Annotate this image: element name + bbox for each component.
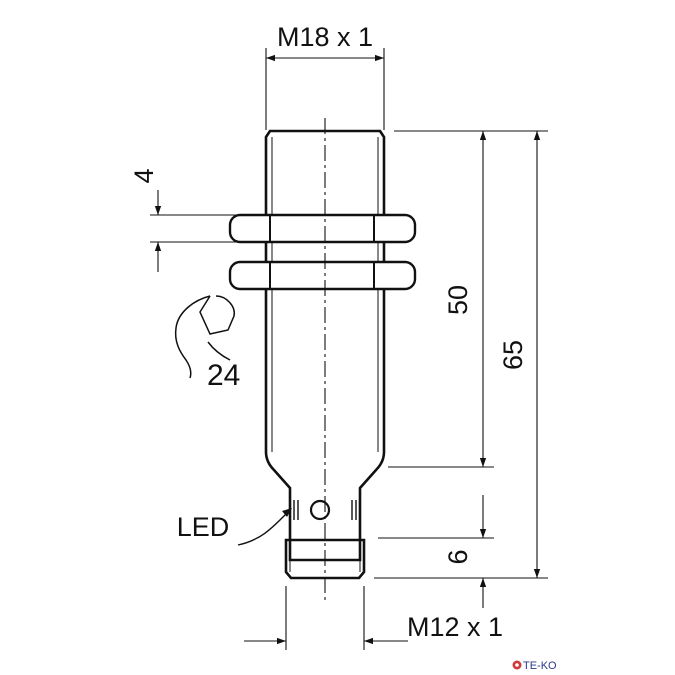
dim-label-thread-top: M18 x 1 <box>277 22 373 52</box>
dim-nut-width <box>150 190 262 272</box>
dim-thread-bottom <box>244 586 408 650</box>
dim-total-length <box>374 131 548 579</box>
wrench-size-label: 24 <box>207 359 240 392</box>
dim-body-length <box>388 130 548 468</box>
dim-label-nut-width: 4 <box>129 168 159 183</box>
m12-connector <box>284 538 366 580</box>
led-leader <box>237 508 292 546</box>
dim-label-connector-length: 6 <box>443 549 473 564</box>
upper-nut <box>228 213 417 244</box>
wrench-icon <box>174 295 235 379</box>
dim-label-body-length: 50 <box>443 285 473 315</box>
dim-label-total-length: 65 <box>498 340 528 370</box>
dim-connector-length <box>378 495 494 608</box>
tek-logo-icon <box>512 660 522 670</box>
lower-nut <box>228 260 417 291</box>
watermark-text: TE-KO <box>523 660 557 672</box>
led-label: LED <box>177 512 230 542</box>
dim-thread-top <box>265 48 385 130</box>
dim-label-thread-bottom: M12 x 1 <box>407 612 503 642</box>
sensor-housing <box>264 129 386 562</box>
